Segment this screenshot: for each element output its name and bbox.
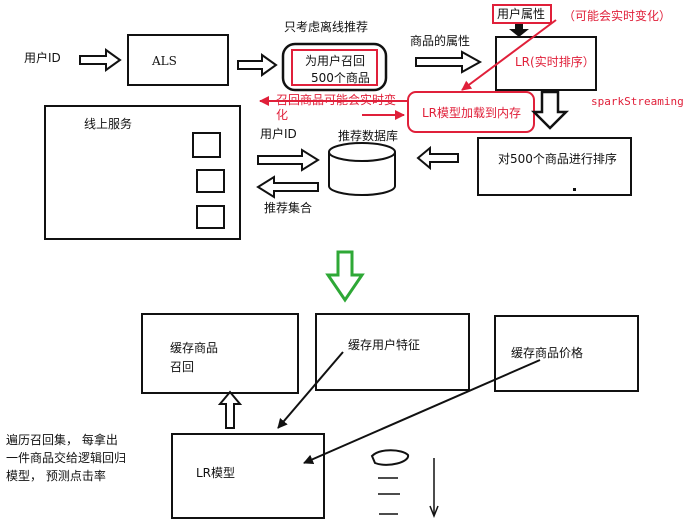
item-attr-label: 商品的属性 xyxy=(410,34,471,48)
cache-recall-label-line1: 缓存商品 xyxy=(170,341,219,355)
cache-item-price-box xyxy=(494,315,639,392)
lr-model-label: LR模型 xyxy=(196,466,236,480)
als-box xyxy=(127,34,229,86)
recall-rounded-box xyxy=(281,42,388,92)
arrow-item-price-to-lr xyxy=(303,359,541,464)
rec-db-label: 推荐数据库 xyxy=(338,129,399,143)
lr-model-box xyxy=(171,433,325,519)
user-attr-label: 用户属性 xyxy=(497,7,546,21)
online-service-label: 线上服务 xyxy=(84,117,133,131)
arrow-als-to-recall xyxy=(237,53,278,77)
online-service-slot xyxy=(192,132,221,158)
online-service-slot xyxy=(196,169,225,193)
recall-may-change-line1: 召回商品可能会实时变 xyxy=(276,93,397,107)
offline-note: 只考虑离线推荐 xyxy=(284,20,369,34)
green-transition-arrow xyxy=(325,250,365,303)
arrow-recall-to-lr xyxy=(415,50,483,74)
arrow-db-to-service xyxy=(256,175,319,199)
sketch-list-icon xyxy=(370,449,439,519)
arrow-lr-to-cache-recall xyxy=(217,390,243,429)
traverse-note-line2: 一件商品交给逻辑回归 xyxy=(6,451,127,465)
cache-item-price-label: 缓存商品价格 xyxy=(511,346,584,360)
cache-user-feature-box xyxy=(315,313,470,391)
recall-label-line1: 为用户召回 xyxy=(305,54,366,68)
arrow-service-to-db xyxy=(257,148,320,172)
arrow-userid-to-als xyxy=(79,48,122,72)
rec-set-label: 推荐集合 xyxy=(264,201,313,215)
lr-realtime-label: LR(实时排序） xyxy=(515,55,595,69)
arrow-lr-down xyxy=(530,90,570,130)
arrow-rank-to-db xyxy=(416,145,459,171)
cache-recall-box xyxy=(141,313,299,394)
recall-may-change-line2: 化 xyxy=(276,108,289,122)
user-id-input-label: 用户ID xyxy=(24,51,61,65)
rank-box xyxy=(477,137,632,196)
recall-highlight xyxy=(291,49,378,86)
red-arrow-user-attr-to-load xyxy=(461,19,557,91)
traverse-note-line3: 模型， 预测点击率 xyxy=(6,469,106,483)
lr-load-label: LR模型加载到内存 xyxy=(422,106,522,120)
arrow-user-feature-to-lr xyxy=(277,351,344,429)
rec-db-cylinder xyxy=(328,142,396,196)
arrow-user-attr-down xyxy=(509,24,529,37)
online-service-box xyxy=(44,105,241,240)
cache-user-feature-label: 缓存用户特征 xyxy=(348,338,421,352)
als-label: ALS xyxy=(152,54,177,68)
recall-label-line2: 500个商品 xyxy=(311,71,370,85)
user-attr-highlight xyxy=(492,4,552,24)
user-id-mid-label: 用户ID xyxy=(260,127,297,141)
rank500-label: 对500个商品进行排序 xyxy=(498,152,617,166)
spark-streaming-label: sparkStreaming xyxy=(591,95,684,108)
traverse-note-line1: 遍历召回集， 每拿出 xyxy=(6,433,118,447)
realtime-change-note: （可能会实时变化） xyxy=(563,9,672,23)
online-service-slot xyxy=(196,205,225,229)
rank-box-dot xyxy=(573,188,576,191)
cache-recall-label-line2: 召回 xyxy=(170,360,195,374)
